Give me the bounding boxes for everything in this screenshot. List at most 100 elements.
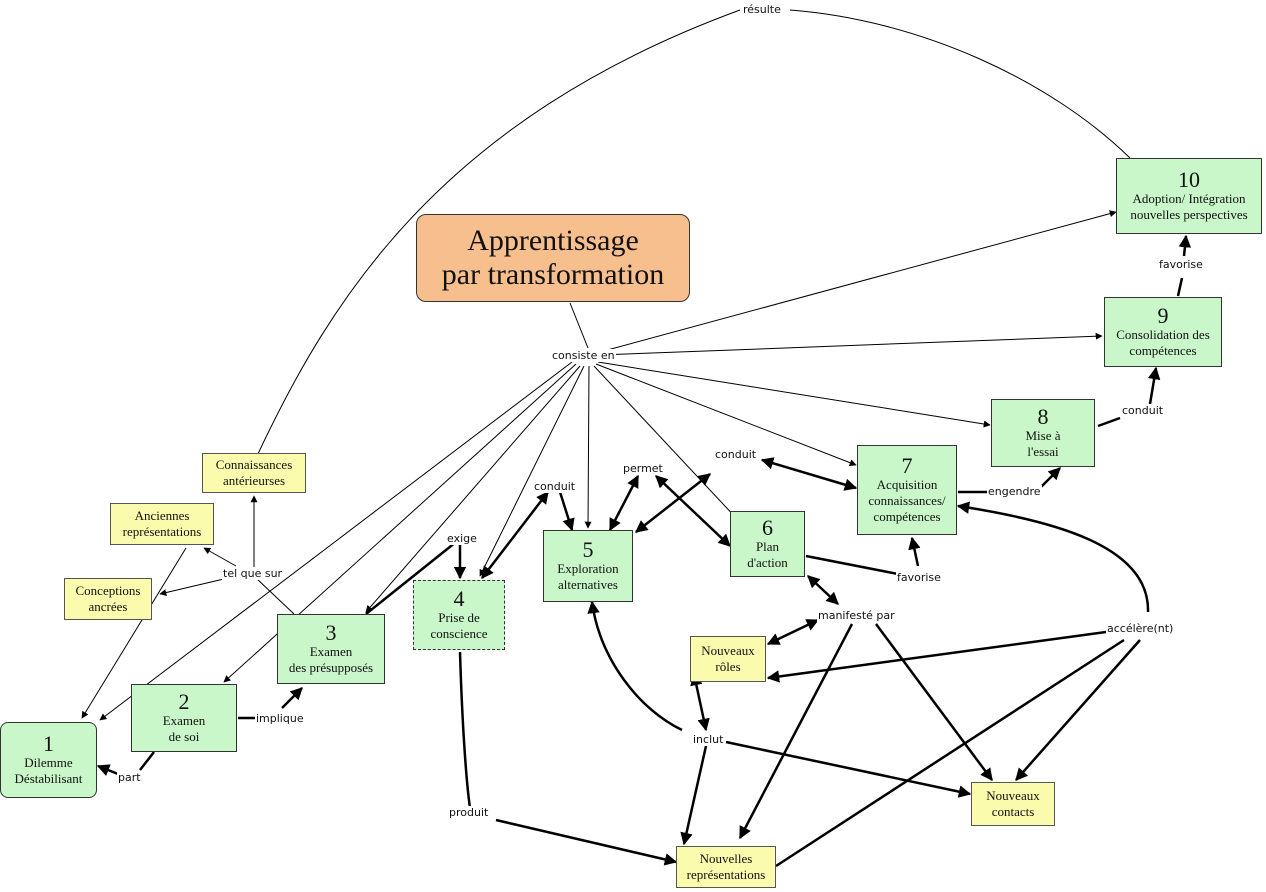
step-8-node: 8 Mise à l'essai: [991, 399, 1095, 467]
step-10-label-line-1: Adoption/ Intégration: [1132, 191, 1246, 206]
edge-7-accelere: [956, 501, 1150, 613]
step-2-label-line-2: de soi: [168, 729, 200, 744]
step-4-label-line-2: conscience: [430, 626, 488, 641]
concept-conceptions-line-2: ancrées: [88, 599, 128, 614]
edge-2-part: [139, 751, 155, 771]
title-line-1: Apprentissage: [467, 224, 639, 257]
edge-main-consiste: [569, 302, 589, 349]
edge-inclut-contacts: [725, 740, 972, 798]
link-label-inclut: inclut: [692, 733, 725, 746]
step-8-label-line-2: l'essai: [1027, 444, 1059, 459]
step-7-node: 7 Acquisition connaissances/ compétences: [857, 445, 957, 535]
step-4-node: 4 Prise de conscience: [413, 580, 505, 650]
edge-engendre-8: [1039, 467, 1061, 489]
step-1-number: 1: [43, 731, 54, 756]
edge-part-1: [96, 764, 119, 776]
edge-consiste-3: [365, 365, 581, 613]
link-label-engendre: engendre: [987, 485, 1042, 498]
step-9-number: 9: [1157, 303, 1169, 328]
link-label-exige: exige: [446, 532, 478, 545]
link-label-part: part: [117, 771, 142, 784]
link-label-permet: permet: [622, 462, 664, 475]
concept-conceptions-line-1: Conceptions: [75, 583, 141, 598]
edge-6-favorise: [805, 554, 899, 576]
title-line-2: par transformation: [441, 258, 665, 291]
concept-nouveaux-roles: Nouveaux rôles: [690, 636, 766, 682]
edge-anciennes-1: [81, 547, 187, 719]
step-10-number: 10: [1178, 167, 1200, 192]
edge-3-telque: [255, 577, 295, 615]
step-9-label-line-1: Consolidation des: [1116, 327, 1210, 342]
step-6-label-line-2: d'action: [747, 555, 788, 570]
edge-accelere-contacts: [1015, 639, 1141, 781]
step-2-node: 2 Examen de soi: [131, 684, 237, 752]
step-7-number: 7: [901, 453, 913, 478]
edge-consiste-1: [99, 361, 573, 721]
step-3-label-line-1: Examen: [309, 644, 353, 659]
edge-inclut-nouvrep: [680, 745, 708, 846]
link-label-favorise-a: favorise: [1158, 258, 1204, 271]
step-4-number: 4: [453, 586, 465, 611]
edge-telque-anciennes: [203, 547, 237, 567]
link-label-implique: implique: [255, 712, 305, 725]
edge-produit-nouvrep: [495, 818, 678, 866]
edge-favorise-7: [908, 536, 921, 567]
edge-accelere-nouvrep: [775, 638, 1125, 868]
edge-telque-conceptions: [159, 577, 229, 596]
step-3-number: 3: [325, 620, 337, 645]
edge-resulte-in: [255, 9, 741, 459]
step-7-label-line-3: compétences: [873, 509, 941, 524]
link-label-accelere: accélère(nt): [1106, 622, 1175, 635]
edge-consiste-5: [584, 365, 592, 529]
edge-consiste-10: [599, 210, 1117, 353]
concept-nouvelles-representations: Nouvelles représentations: [676, 846, 776, 888]
link-label-tel-que-sur: tel que sur: [222, 567, 284, 580]
concept-roles-line-2: rôles: [715, 659, 741, 674]
edge-accelere-roles: [766, 630, 1107, 683]
edge-resulte-out: [789, 9, 1131, 159]
concept-conceptions-ancrees: Conceptions ancrées: [64, 578, 152, 620]
edge-4-conduit: [481, 491, 549, 579]
step-5-node: 5 Exploration alternatives: [543, 530, 633, 602]
step-5-label-line-1: Exploration: [557, 561, 619, 576]
step-2-number: 2: [178, 689, 190, 714]
edge-manifeste-contacts: [874, 623, 994, 782]
edge-conduit-5b: [635, 473, 711, 533]
edge-5-permet: [608, 474, 640, 532]
concept-nouvrep-line-2: représentations: [686, 867, 766, 882]
edge-3-exige: [365, 541, 457, 615]
step-5-number: 5: [582, 537, 594, 562]
concept-nouveaux-contacts: Nouveaux contacts: [971, 782, 1055, 826]
link-label-consiste-en: consiste en: [551, 349, 616, 362]
step-5-label-line-2: alternatives: [558, 577, 618, 592]
link-label-manifeste-par: manifesté par: [817, 609, 896, 622]
step-1-label-line-1: Dilemme: [24, 755, 73, 770]
edge-conduit-9: [1147, 366, 1161, 405]
step-10-node: 10 Adoption/ Intégration nouvelles persp…: [1116, 158, 1262, 234]
step-3-label-line-2: des présupposés: [288, 660, 374, 675]
edge-consiste-7: [595, 363, 857, 466]
edge-consiste-6: [593, 365, 739, 521]
link-label-conduit-b: conduit: [714, 448, 758, 461]
edge-inclut-roles: [690, 672, 710, 732]
concept-nouvrep-line-1: Nouvelles: [699, 851, 753, 866]
step-7-label-line-2: connaissances/: [868, 493, 946, 508]
step-6-label-line-1: Plan: [755, 539, 780, 554]
concept-anciennes-line-1: Anciennes: [134, 508, 190, 523]
edge-conduit-7: [760, 457, 858, 491]
edge-consiste-9: [599, 332, 1103, 356]
step-3-node: 3 Examen des présupposés: [277, 614, 385, 684]
edge-implique-3: [281, 687, 303, 709]
link-label-resulte: résulte: [742, 3, 782, 16]
concept-contacts-line-2: contacts: [991, 804, 1035, 819]
edge-consiste-8: [597, 361, 991, 428]
step-9-node: 9 Consolidation des compétences: [1104, 297, 1222, 367]
step-6-number: 6: [762, 515, 773, 540]
step-6-node: 6 Plan d'action: [730, 511, 805, 577]
link-label-favorise-b: favorise: [896, 571, 942, 584]
edge-4-produit: [458, 651, 472, 809]
step-8-label-line-1: Mise à: [1025, 428, 1061, 443]
link-label-conduit-a: conduit: [533, 480, 577, 493]
